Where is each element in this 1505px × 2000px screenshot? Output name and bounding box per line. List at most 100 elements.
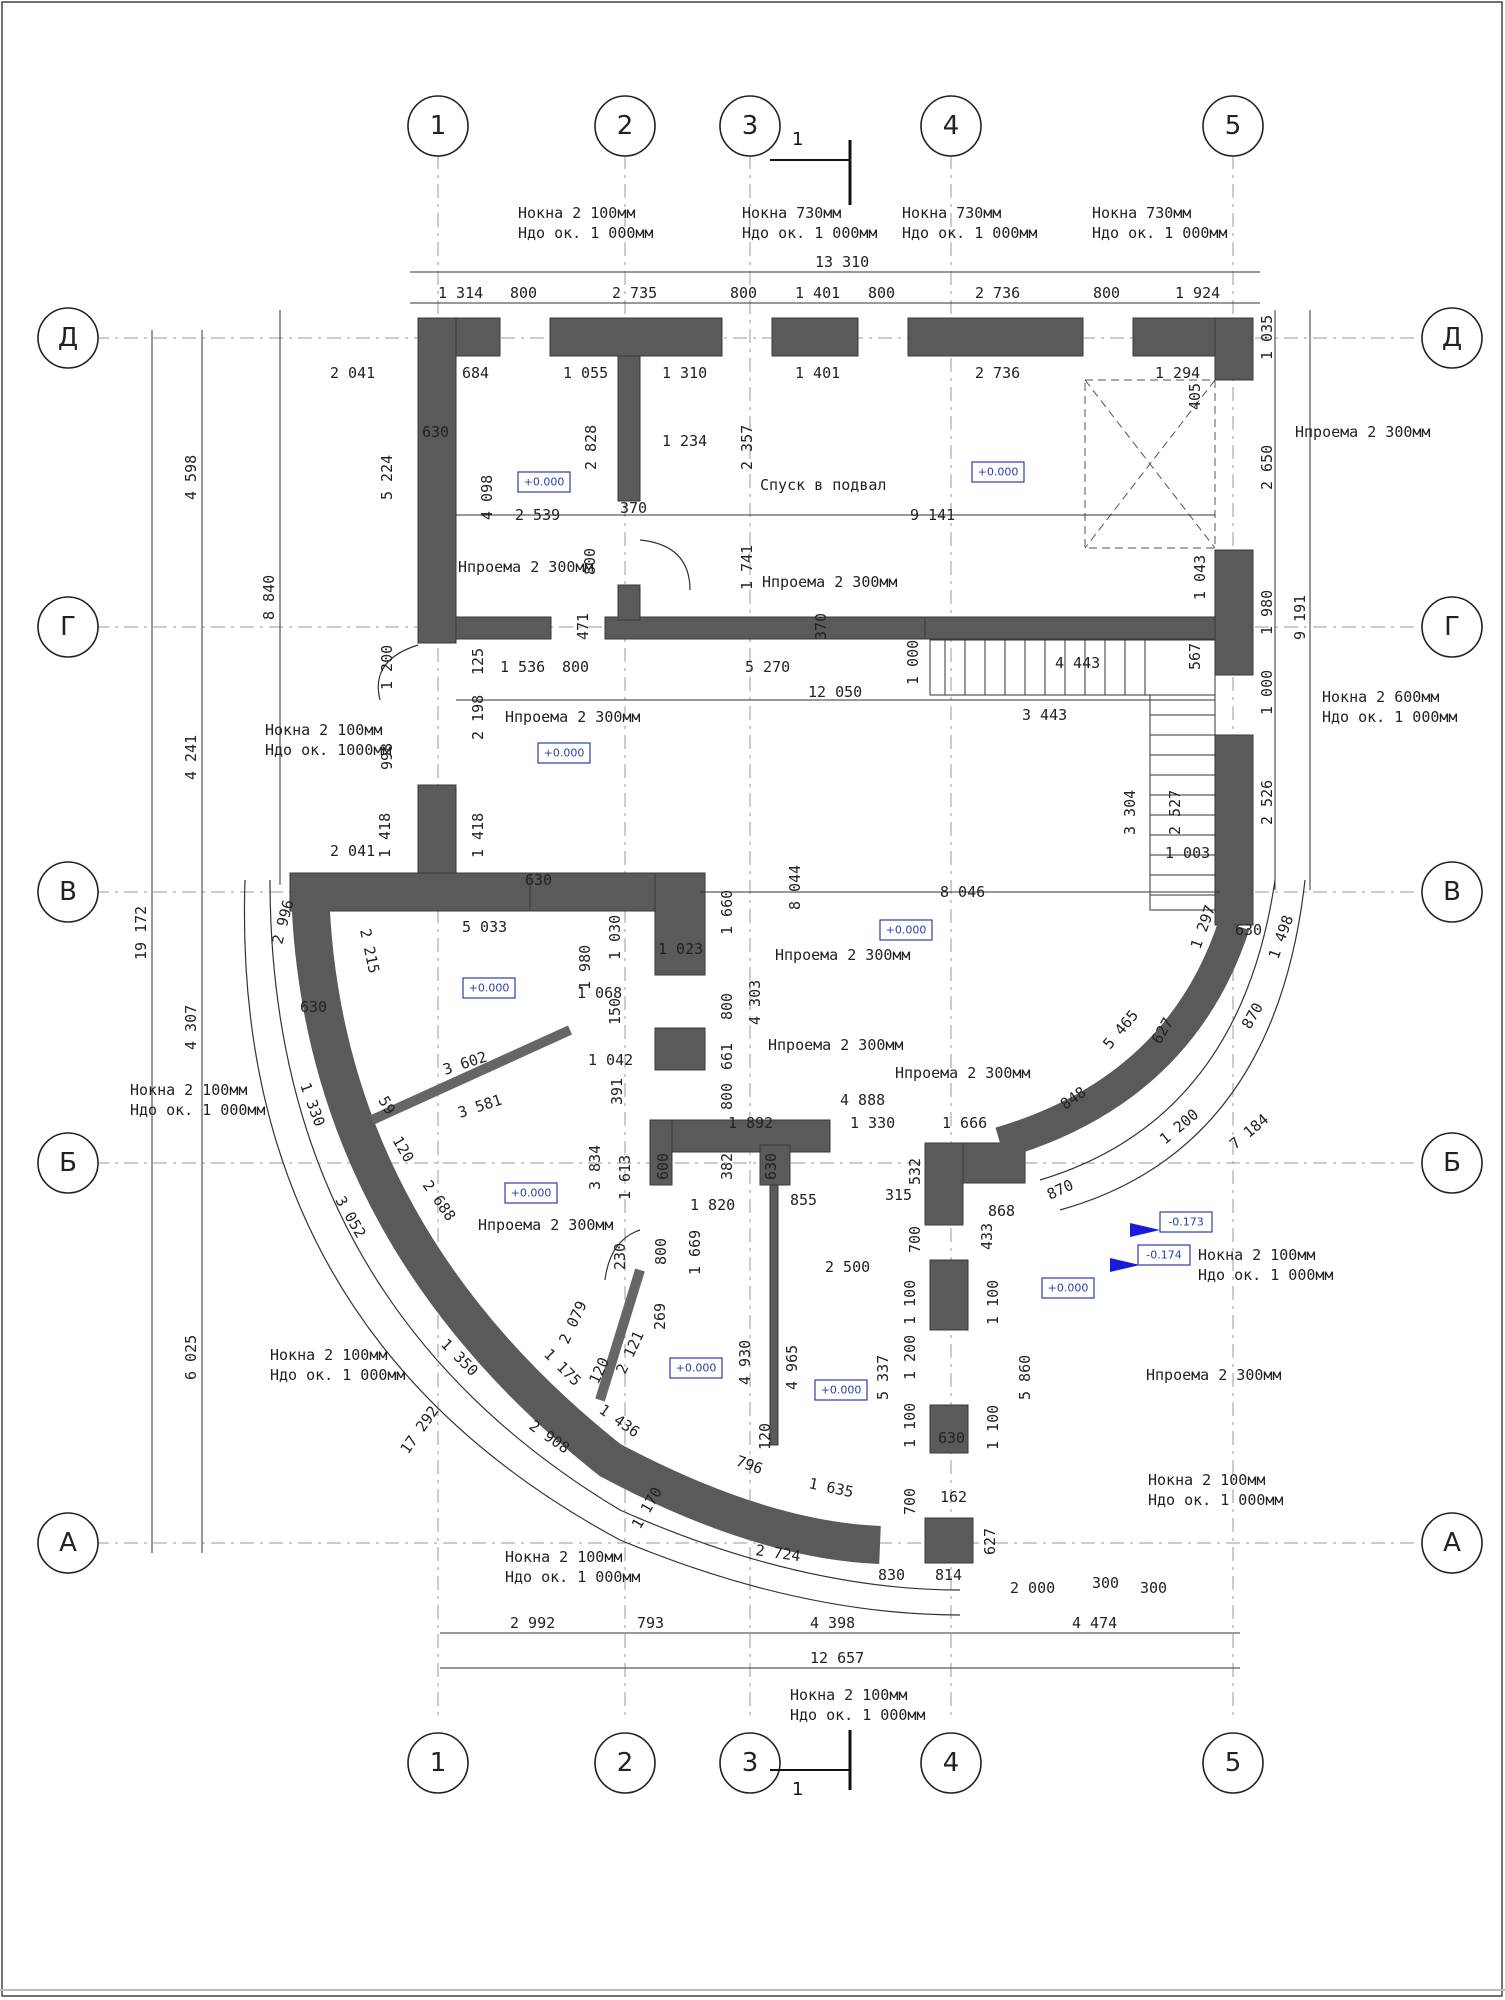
note-window-top-4-2: Hдо ок. 1 000мм — [1092, 224, 1227, 242]
dim-bottom-2: 793 — [637, 1614, 664, 1632]
wall-b-column-a — [759, 1144, 791, 1186]
svg-text:+0.000: +0.000 — [469, 982, 510, 995]
note-window-left-a-2: Hдо ок. 1 000мм — [270, 1366, 405, 1384]
wall-interior-v-small — [617, 355, 641, 502]
interior-dim: 567 — [1186, 643, 1204, 670]
elevation-marker: +0.000 — [1041, 1277, 1095, 1299]
svg-text:-0.173: -0.173 — [1168, 1216, 1203, 1229]
note-window-left-b-2: Hдо ок. 1 000мм — [130, 1101, 265, 1119]
interior-dim: 2 079 — [555, 1298, 590, 1347]
svg-text:+0.000: +0.000 — [886, 924, 927, 937]
note-window-top-left-1: Hокна 2 100мм — [518, 204, 635, 222]
dim-curve-5: 5 465 — [1099, 1006, 1142, 1052]
dim-inner-6: 1 294 — [1155, 364, 1200, 382]
interior-dim: 2 539 — [515, 506, 560, 524]
elevation-marker: +0.000 — [879, 919, 933, 941]
note-window-top-3-1: Hокна 730мм — [902, 204, 1001, 222]
dim-left-level-2: 4 241 — [182, 735, 200, 780]
note-window-bottom-1: Hокна 2 100мм — [790, 1686, 907, 1704]
interior-dim: 1 666 — [942, 1114, 987, 1132]
elevation-marker: +0.000 — [462, 977, 516, 999]
interior-dim: 630 — [1235, 921, 1262, 939]
wall-diag-1 — [369, 1025, 573, 1125]
interior-dim: 370 — [812, 613, 830, 640]
wall-top-3 — [771, 317, 859, 357]
dim-bottom-small-3: 2 000 — [1010, 1579, 1055, 1597]
wall-top-4 — [907, 317, 1084, 357]
elevation-marker: +0.000 — [669, 1357, 723, 1379]
interior-dim: 1 000 — [904, 640, 922, 685]
svg-text:-0.174: -0.174 — [1146, 1249, 1181, 1262]
dim-bottom-small-5: 300 — [1140, 1579, 1167, 1597]
note-opening-right-top: Hпроема 2 300мм — [1295, 423, 1430, 441]
svg-text:5: 5 — [1225, 1748, 1242, 1778]
dim-curve-8: 870 — [1044, 1176, 1076, 1204]
dim-left-inner-8840: 8 840 — [260, 575, 278, 620]
note-window-bottom-left-1: Hокна 2 100мм — [505, 1548, 622, 1566]
interior-dim: 1 023 — [658, 940, 703, 958]
svg-text:+0.000: +0.000 — [676, 1362, 717, 1375]
interior-dim: 1 003 — [1165, 844, 1210, 862]
dim-left-inner-2041a: 2 041 — [330, 364, 375, 382]
svg-text:В: В — [59, 877, 77, 907]
elevation-markers: +0.000 +0.000 +0.000 +0.000 +0.000 +0.00… — [462, 461, 1213, 1401]
note-opening-v-3: Hпроема 2 300мм — [895, 1064, 1030, 1082]
dim-top-seg-9: 1 924 — [1175, 284, 1220, 302]
section-label-bottom: 1 — [792, 1779, 803, 1800]
staircase-upper — [929, 639, 1216, 696]
curve-guide-right-1 — [1039, 879, 1276, 1181]
interior-dim: 1 100 — [901, 1280, 919, 1325]
interior-dim: 630 — [938, 1429, 965, 1447]
note-window-top-2-1: Hокна 730мм — [742, 204, 841, 222]
note-window-right-a-1: Hокна 2 100мм — [1148, 1471, 1265, 1489]
interior-dim: 3 304 — [1121, 790, 1139, 835]
axis-bubble-1-top: 1 — [407, 95, 469, 157]
dim-bottom-small-4: 300 — [1092, 1574, 1119, 1592]
svg-text:5: 5 — [1225, 111, 1242, 141]
axis-bubble-A-left: А — [37, 1512, 99, 1574]
interior-dim: 800 — [652, 1238, 670, 1265]
interior-dim: 17 292 — [397, 1403, 443, 1458]
interior-dim: 269 — [651, 1303, 669, 1330]
svg-text:+0.000: +0.000 — [524, 476, 565, 489]
interior-dim: 5 033 — [462, 918, 507, 936]
dim-top-seg-7: 2 736 — [975, 284, 1020, 302]
wall-b-block-2 — [649, 1119, 673, 1186]
note-window-left-a-1: Hокна 2 100мм — [270, 1346, 387, 1364]
interior-dim: 630 — [525, 871, 552, 889]
note-window-top-2-2: Hдо ок. 1 000мм — [742, 224, 877, 242]
interior-dim: 370 — [620, 499, 647, 517]
interior-dim: 855 — [790, 1191, 817, 1209]
svg-text:Д: Д — [1442, 323, 1462, 353]
svg-text:4: 4 — [943, 1748, 960, 1778]
wall-top-right-corner — [1214, 317, 1254, 381]
wall-curve-right — [995, 919, 1250, 1159]
svg-text:В: В — [1443, 877, 1461, 907]
axis-bubble-D-right: Д — [1421, 307, 1483, 369]
dim-left-inner-2041b: 2 041 — [330, 842, 375, 860]
note-opening-a-right: Hпроема 2 300мм — [1146, 1366, 1281, 1384]
interior-dim: 1 536 — [500, 658, 545, 676]
svg-text:2: 2 — [617, 111, 634, 141]
dim-top-seg-5: 1 401 — [795, 284, 840, 302]
axis-bubble-4-bottom: 4 — [920, 1732, 982, 1794]
svg-text:+0.000: +0.000 — [511, 1187, 552, 1200]
interior-dim: 1 234 — [662, 432, 707, 450]
interior-dim: 800 — [718, 1083, 736, 1110]
interior-dim: 3 581 — [456, 1091, 505, 1122]
dim-left-inner-630: 630 — [422, 423, 449, 441]
interior-dim: 3 052 — [332, 1193, 370, 1241]
interior-dim: 2 500 — [825, 1258, 870, 1276]
dim-inner-3: 1 310 — [662, 364, 707, 382]
axis-bubble-B-right: Б — [1421, 1132, 1483, 1194]
wall-a-col-2 — [924, 1517, 974, 1564]
svg-text:Г: Г — [60, 612, 76, 642]
door-swing-2 — [377, 644, 419, 701]
svg-text:+0.000: +0.000 — [978, 466, 1019, 479]
svg-text:А: А — [59, 1528, 77, 1558]
interior-dim: 1 635 — [807, 1474, 855, 1501]
dim-left-inner-125: 125 — [469, 648, 487, 675]
axis-bubble-5-top: 5 — [1202, 95, 1264, 157]
axis-bubble-2-top: 2 — [594, 95, 656, 157]
dim-top-seg-4: 800 — [730, 284, 757, 302]
